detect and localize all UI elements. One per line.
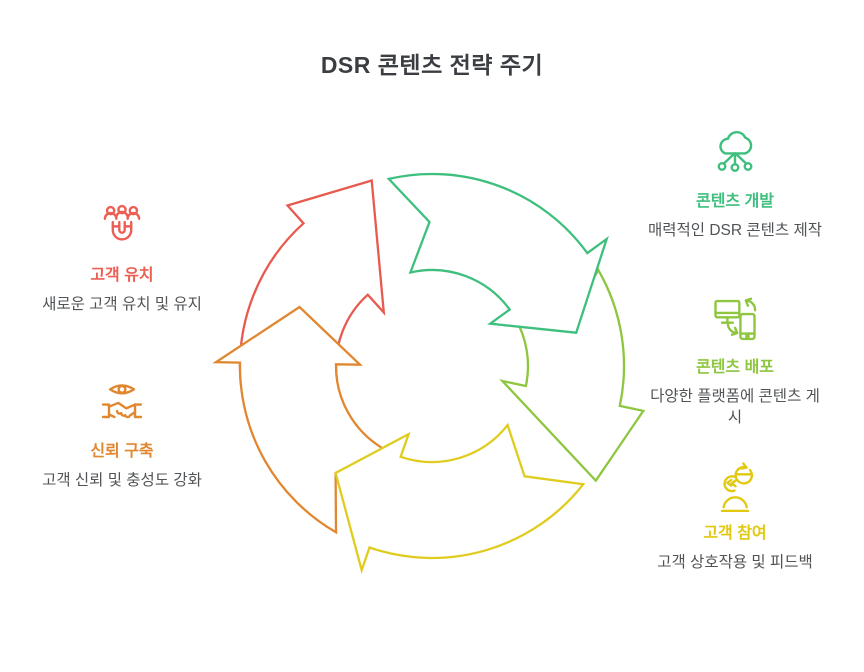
page-title: DSR 콘텐츠 전략 주기 xyxy=(320,52,544,78)
step-label: 콘텐츠 개발 xyxy=(695,193,775,210)
step-engage: 고객 참여 고객 상호작용 및 피드백 xyxy=(645,460,825,574)
step-description: 다양한 플랫폼에 콘텐츠 게시 xyxy=(650,388,820,426)
cloud-network-icon xyxy=(717,130,753,172)
step-description: 매력적인 DSR 콘텐츠 제작 xyxy=(648,222,822,239)
cycle-arrow-engage xyxy=(334,422,586,575)
step-trust: 신뢰 구축 고객 신뢰 및 충성도 강화 xyxy=(32,378,212,492)
trust-handshake-icon xyxy=(101,384,143,419)
cycle-arrow-trust xyxy=(212,305,387,535)
user-refresh-icon xyxy=(720,462,754,512)
step-description: 새로운 고객 유치 및 유지 xyxy=(42,296,202,313)
step-distribute: 콘텐츠 배포 다양한 플랫폼에 콘텐츠 게시 xyxy=(645,294,825,429)
step-label: 콘텐츠 배포 xyxy=(695,359,775,376)
step-description: 고객 신뢰 및 충성도 강화 xyxy=(42,472,202,489)
step-label: 고객 참여 xyxy=(703,525,767,542)
cycle-arrow-develop xyxy=(386,172,609,334)
step-description: 고객 상호작용 및 피드백 xyxy=(657,554,813,571)
step-develop: 콘텐츠 개발 매력적인 DSR 콘텐츠 제작 xyxy=(645,128,825,242)
step-label: 신뢰 구축 xyxy=(90,443,154,460)
step-label: 고객 유치 xyxy=(90,267,154,284)
magnet-audience-icon xyxy=(103,204,141,241)
devices-sync-icon xyxy=(714,297,757,341)
step-attract: 고객 유치 새로운 고객 유치 및 유지 xyxy=(32,202,212,316)
